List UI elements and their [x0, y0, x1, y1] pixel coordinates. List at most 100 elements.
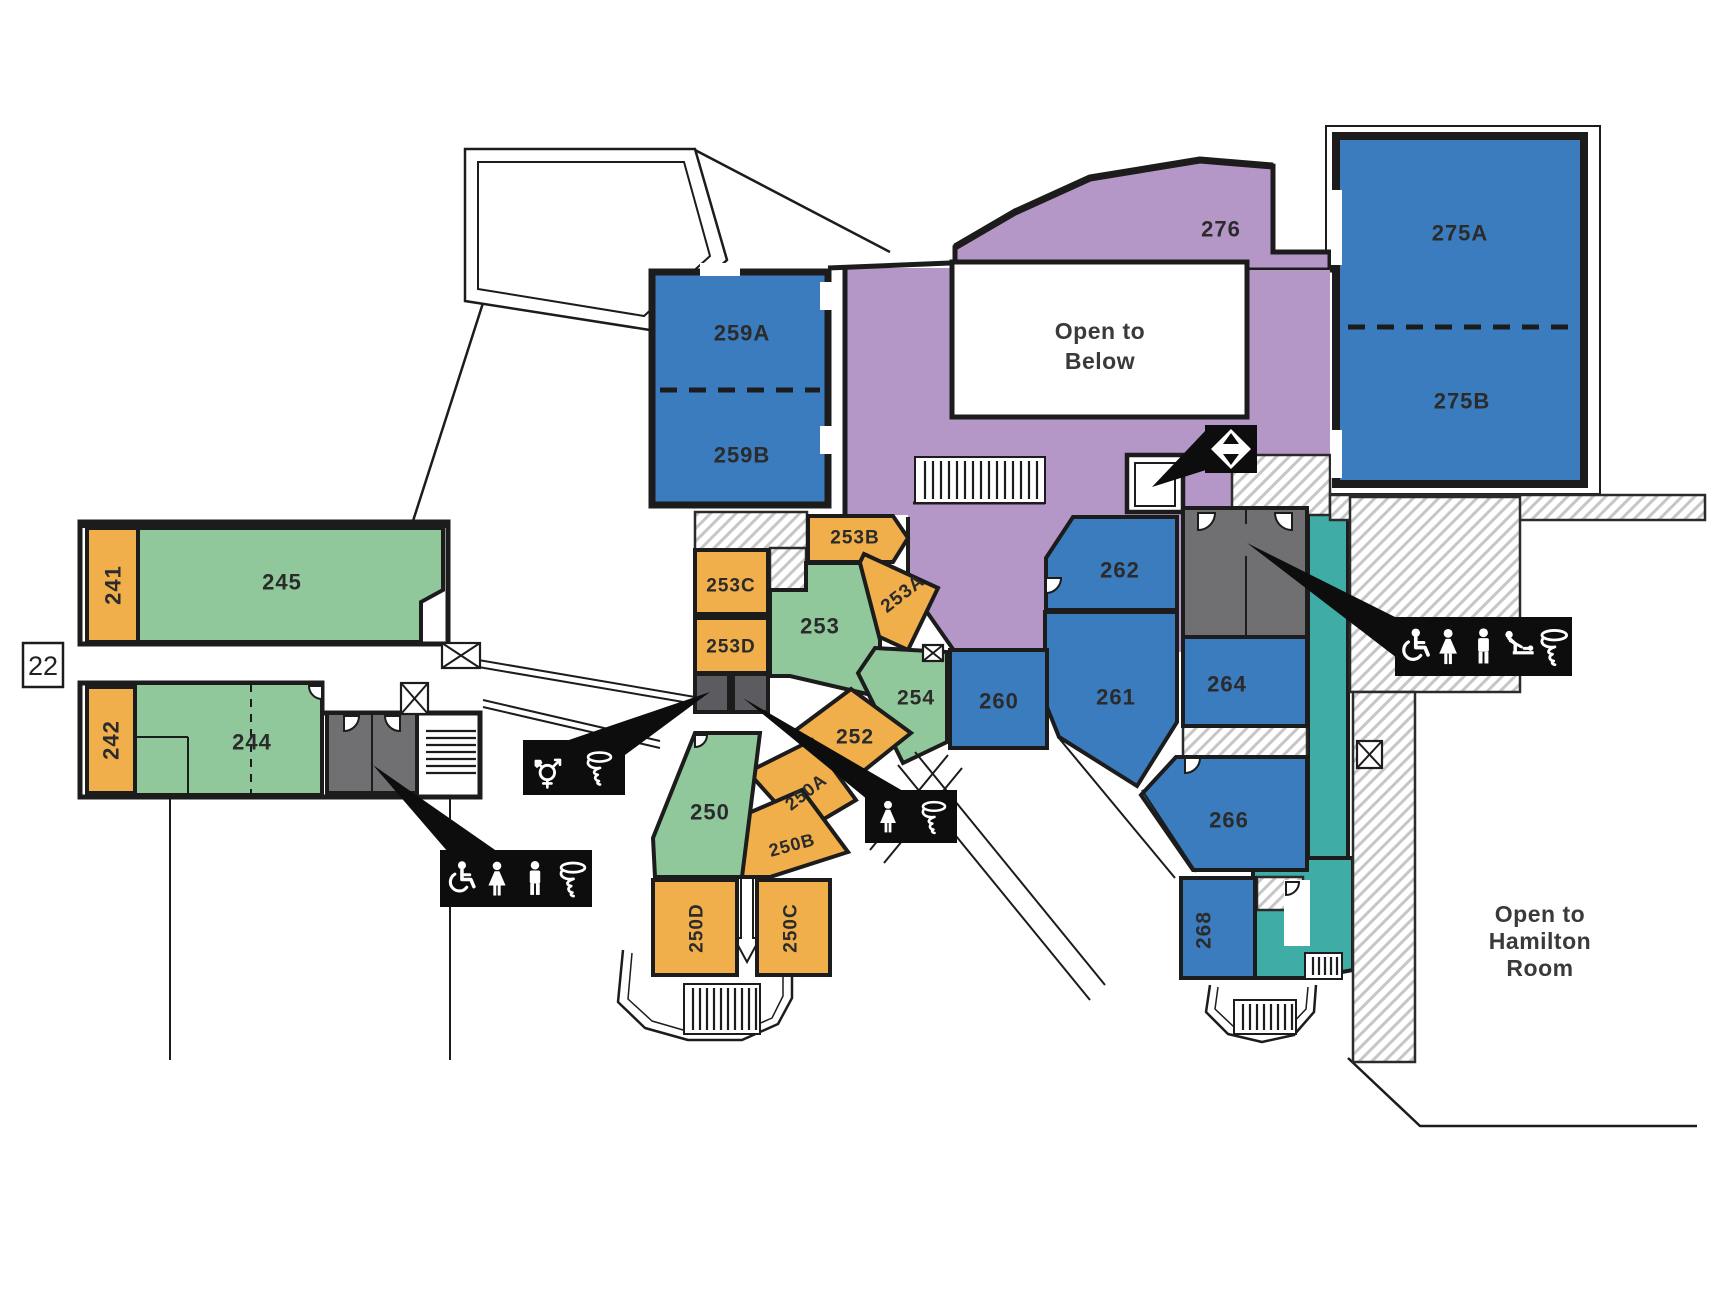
room-250C [755, 878, 832, 977]
down-arrow-passage [732, 875, 762, 965]
room-label-253b: 253B [830, 528, 879, 549]
room-245 [136, 526, 445, 644]
room-250 [650, 731, 763, 879]
room-label-268: 268 [1193, 911, 1216, 949]
door-opening [820, 426, 834, 454]
open-to-hamilton-room-label: Room [1506, 955, 1573, 981]
callout-pointer [373, 765, 498, 852]
hatched-area [693, 510, 809, 552]
room-275 [1332, 132, 1588, 488]
room-266 [1138, 755, 1309, 872]
door-opening [1331, 190, 1342, 265]
elevator-icon [1205, 425, 1257, 473]
door-swing-arc [1197, 512, 1217, 532]
room-label-260: 260 [979, 689, 1019, 714]
room-264 [1181, 635, 1309, 728]
corridor-teal-strip [1306, 503, 1350, 863]
hatched-area [768, 546, 808, 592]
hatched-area [1181, 724, 1309, 759]
stairs [683, 983, 761, 1035]
gender-neutral-icon [534, 758, 562, 789]
open-to-hamilton-room-label: Open to [1495, 901, 1585, 927]
womens-restroom-sign [865, 790, 957, 843]
door-swing-arc [1184, 757, 1202, 775]
open-to-below-label: Open to [1055, 318, 1145, 344]
room-253 [768, 561, 882, 700]
tornado-icon [559, 861, 587, 898]
corridor-purple-column [1247, 270, 1330, 455]
door-opening [820, 282, 834, 310]
shaft-x-icon [399, 681, 430, 716]
room-253C [693, 548, 770, 616]
open-to-hamilton-room-label: Hamilton [1489, 928, 1591, 954]
door-swing-arc [1273, 512, 1293, 532]
room-label-262: 262 [1100, 558, 1140, 583]
tornado-icon [1540, 629, 1569, 667]
gender-neutral-restroom-sign [523, 740, 625, 795]
open-to-below-label: Below [1065, 348, 1135, 374]
tornado-icon [586, 751, 613, 786]
restroom-small-left [693, 672, 731, 714]
room-label-253d: 253D [706, 637, 755, 658]
woman-icon [1439, 628, 1457, 665]
tornado-icon [921, 800, 947, 835]
building-outline [694, 148, 891, 254]
door-swing-arc [1045, 577, 1063, 595]
room-label-261: 261 [1096, 685, 1136, 710]
bay-window-stairwell [616, 949, 794, 1042]
open-to-below [949, 259, 1250, 420]
wheelchair-icon [448, 861, 476, 893]
door-opening [1331, 430, 1342, 478]
shaft-x-icon [921, 643, 945, 663]
stairs [1304, 952, 1343, 980]
room-250D [651, 878, 739, 977]
man-icon [529, 860, 541, 895]
door-swing-arc [383, 715, 401, 733]
door-swing-arc [343, 715, 361, 733]
corridor-line [454, 655, 696, 698]
room-label-250c: 250C [781, 903, 802, 952]
room-253B [806, 514, 911, 564]
room-label-266: 266 [1209, 808, 1249, 833]
room-label-275b: 275B [1434, 389, 1491, 414]
door-swing-arc [694, 734, 709, 749]
building-outline [411, 302, 485, 522]
room-label-259b: 259B [714, 443, 771, 468]
corridor-line [1057, 736, 1176, 879]
room-label-252: 252 [836, 726, 874, 749]
svg-text:22: 22 [28, 651, 58, 681]
shaft-x-icon [440, 641, 482, 670]
room-label-276: 276 [1201, 217, 1241, 242]
door-opening [700, 263, 740, 276]
room-260 [948, 648, 1049, 750]
room-label-275a: 275A [1432, 221, 1489, 246]
floor-ref-22: 22 [21, 641, 65, 689]
stairs [426, 729, 476, 775]
room-label-242: 242 [99, 720, 124, 760]
room-label-259a: 259A [714, 321, 771, 346]
room-label-250: 250 [690, 800, 730, 825]
wall [953, 156, 1274, 251]
room-244 [133, 681, 324, 797]
room-label-253c: 253C [706, 576, 755, 597]
restroom-small-right [731, 672, 770, 714]
shaft-x-icon [1355, 739, 1384, 770]
callout-pointer [1247, 543, 1397, 658]
room-268 [1179, 876, 1257, 980]
callout-pointer [1152, 430, 1206, 487]
baby-change-icon [1505, 630, 1534, 655]
room-label-264: 264 [1207, 672, 1247, 697]
room-label-254: 254 [897, 687, 935, 710]
corridor-line [454, 662, 696, 705]
stairs [1233, 999, 1297, 1035]
room-label-245: 245 [262, 570, 302, 595]
woman-icon [488, 861, 506, 896]
stairs [914, 456, 1046, 504]
room-label-241: 241 [101, 565, 126, 605]
building-outline [1347, 1057, 1697, 1128]
wheelchair-icon [1402, 628, 1430, 661]
accessible-family-restroom-sign [1395, 617, 1572, 676]
room-259 [648, 268, 832, 509]
